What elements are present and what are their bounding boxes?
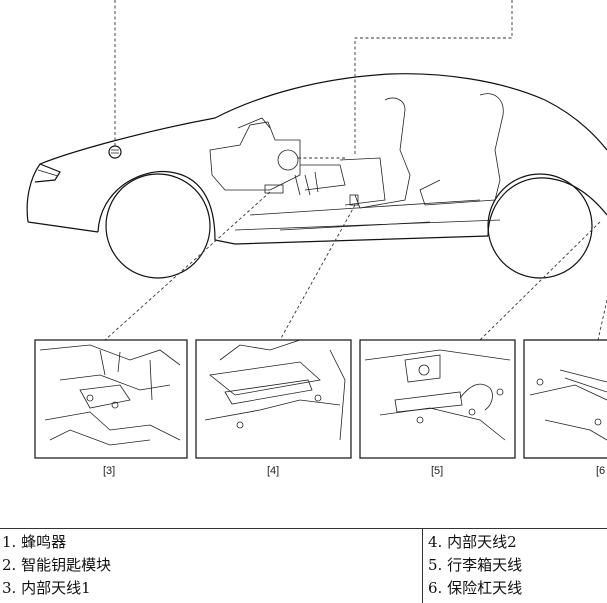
detail-box-3 bbox=[34, 339, 188, 459]
detail-box-6 bbox=[523, 339, 607, 459]
legend-item-trunk-antenna: 5. 行李箱天线 bbox=[428, 556, 523, 574]
car-side-view bbox=[26, 73, 607, 279]
detail-box-5 bbox=[359, 339, 516, 459]
legend-item-bumper-antenna: 6. 保险杠天线 bbox=[428, 579, 523, 597]
legend-column-left: 1. 蜂鸣器 2. 智能钥匙模块 3. 内部天线1 bbox=[0, 528, 423, 603]
detail-box-4 bbox=[195, 339, 352, 459]
legend-item-interior-antenna-2: 4. 内部天线2 bbox=[428, 533, 517, 551]
figure-label-3: [3] bbox=[103, 465, 115, 477]
figure-label-5: [5] bbox=[431, 465, 443, 477]
parts-legend: 1. 蜂鸣器 2. 智能钥匙模块 3. 内部天线1 4. 内部天线2 5. 行李… bbox=[0, 528, 607, 603]
figure-label-4: [4] bbox=[267, 465, 279, 477]
legend-column-right: 4. 内部天线2 5. 行李箱天线 6. 保险杠天线 bbox=[422, 528, 607, 603]
figure-label-6: [6 bbox=[596, 465, 605, 477]
leader-lines bbox=[104, 0, 607, 341]
legend-item-smart-key-module: 2. 智能钥匙模块 bbox=[2, 556, 112, 574]
vehicle-antenna-diagram: [3] [4] [5] [6 bbox=[26, 0, 607, 477]
legend-item-interior-antenna-1: 3. 内部天线1 bbox=[2, 579, 91, 597]
legend-item-buzzer: 1. 蜂鸣器 bbox=[2, 533, 67, 551]
